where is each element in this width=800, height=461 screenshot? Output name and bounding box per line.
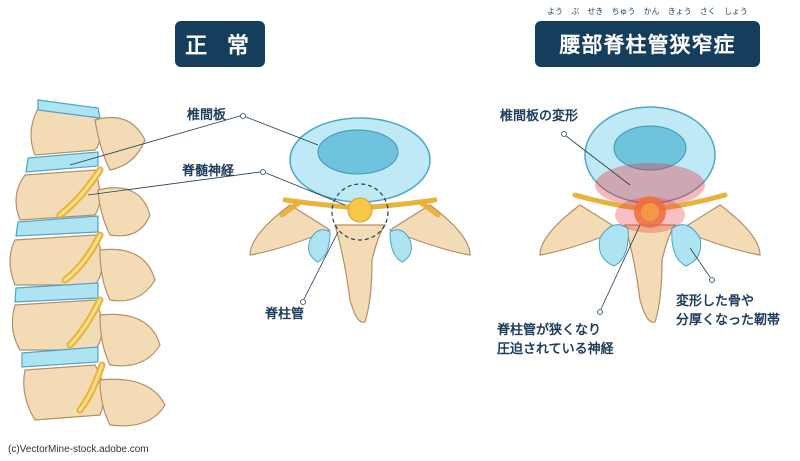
- credit: (c)VectorMine-stock.adobe.com: [8, 444, 149, 455]
- title-normal: 正 常: [175, 21, 265, 67]
- ruby-2: せき: [587, 7, 604, 16]
- label-canal-narrow-1: 脊柱管が狭くなり: [497, 323, 602, 338]
- label-canal: 脊柱管: [265, 307, 305, 322]
- ruby-3: ちゅう: [611, 7, 636, 16]
- side-spine: [9, 99, 166, 427]
- ruby-4: かん: [643, 7, 660, 16]
- ruby-0: よう: [547, 7, 564, 16]
- ruby-6: さく: [699, 7, 716, 16]
- label-nerve: 脊髄神経: [182, 164, 235, 179]
- ruby-1: ぶ: [571, 7, 580, 16]
- title-stenosis: 腰部脊柱管狭窄症: [535, 21, 760, 67]
- stenosis-vertebra: [539, 106, 761, 323]
- label-bone-1: 変形した骨や: [676, 294, 755, 309]
- normal-vertebra: [249, 117, 471, 323]
- leader-lines: [69, 113, 715, 315]
- label-bone-2: 分厚くなった靭帯: [676, 313, 781, 328]
- ruby-7: しょう: [723, 7, 748, 16]
- label-canal-narrow-2: 圧迫されている神経: [497, 342, 614, 357]
- label-disc-deformed: 椎間板の変形: [500, 109, 579, 124]
- label-disc: 椎間板: [187, 108, 227, 123]
- ruby-5: きょう: [667, 7, 692, 16]
- title-ruby: よう ぶ せき ちゅう かん きょう さく しょう: [535, 6, 760, 17]
